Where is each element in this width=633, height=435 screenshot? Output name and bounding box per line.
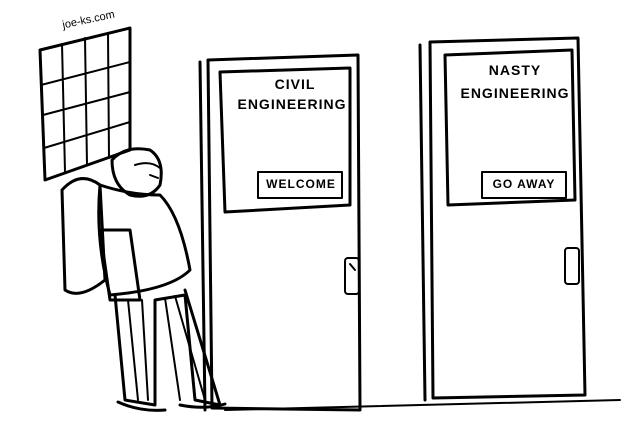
sign-go-away [481, 171, 567, 199]
go-away-sign-text: GO AWAY [492, 177, 556, 191]
door-label-line1: NASTY [488, 62, 542, 78]
door-nasty-engineering [418, 36, 587, 402]
door-handle [344, 257, 360, 295]
door-label-line2: ENGINEERING [460, 85, 570, 101]
door-label-line1: CIVIL [274, 76, 316, 92]
sign-welcome [257, 171, 343, 199]
door-handle [564, 247, 580, 285]
welcome-sign-text: WELCOME [266, 177, 336, 191]
student-figure [60, 147, 227, 412]
door-label-line2: ENGINEERING [237, 96, 347, 112]
